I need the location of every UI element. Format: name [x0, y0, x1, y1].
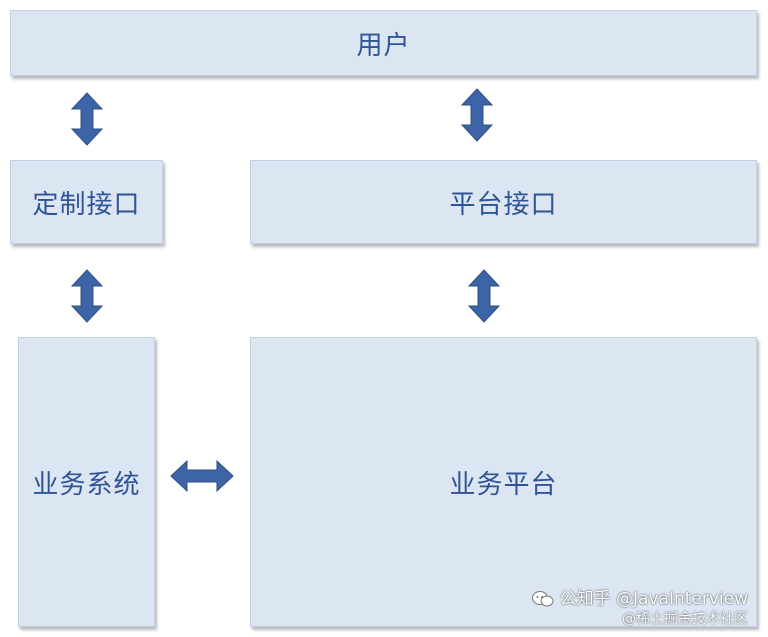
arrow-custom-system	[70, 269, 104, 323]
watermark: 公知乎 @JavaInterview @稀土掘金技术社区	[531, 589, 748, 629]
arrow-platform-api-platform	[467, 269, 501, 323]
custom-interface-label: 定制接口	[32, 189, 141, 220]
business-system-label: 业务系统	[32, 469, 141, 500]
user-label: 用户	[356, 30, 411, 61]
watermark-text: 公知乎 @JavaInterview	[559, 589, 748, 609]
arrow-system-platform	[170, 459, 234, 493]
business-platform-box: 业务平台	[250, 337, 757, 627]
watermark-line1: 公知乎 @JavaInterview	[531, 589, 748, 609]
custom-interface-box: 定制接口	[10, 160, 163, 244]
business-system-box: 业务系统	[18, 337, 155, 627]
platform-interface-label: 平台接口	[449, 189, 558, 220]
user-box: 用户	[10, 10, 757, 76]
business-platform-label: 业务平台	[449, 469, 558, 500]
arrow-user-platform	[460, 88, 494, 142]
platform-interface-box: 平台接口	[250, 160, 757, 244]
arrow-user-custom	[70, 92, 104, 146]
watermark-line2: @稀土掘金技术社区	[622, 611, 748, 627]
wechat-icon	[531, 591, 554, 607]
